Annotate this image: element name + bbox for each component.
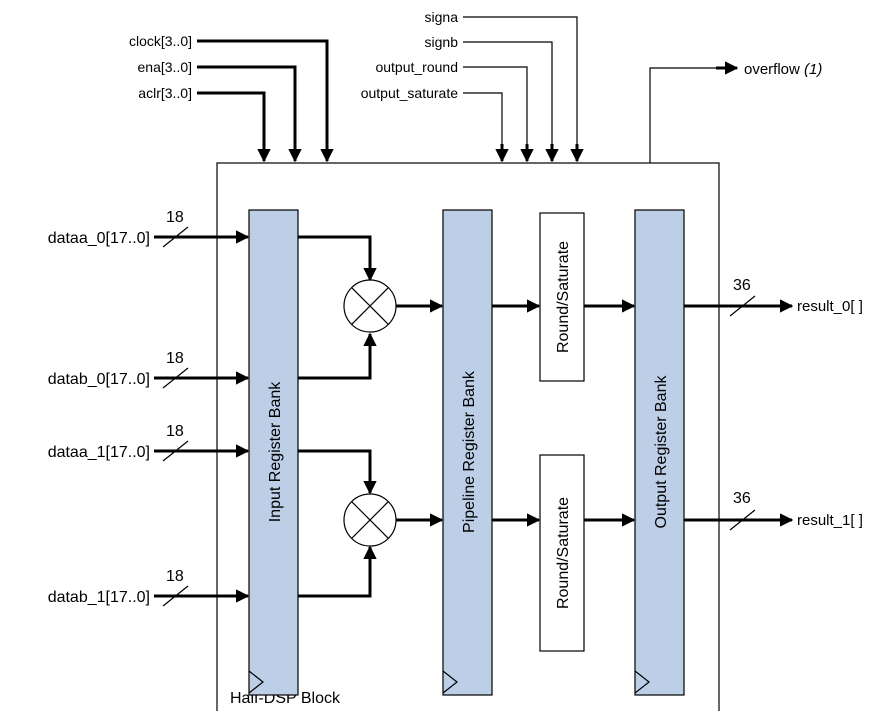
output-register-bank: Output Register Bank — [634, 209, 685, 696]
multiplier-icon — [343, 493, 397, 547]
aclr-input: aclr[3..0] — [138, 85, 271, 163]
ena-input: ena[3..0] — [138, 59, 302, 163]
output-saturate-label: output_saturate — [361, 85, 459, 101]
bus-width-label: 18 — [166, 350, 184, 367]
signb-input: signb — [425, 34, 559, 163]
round-saturate-label-1: Round/Saturate — [555, 497, 572, 609]
result-label: result_0[ ] — [797, 298, 863, 315]
multiplier-icon — [343, 279, 397, 333]
overflow-output: overflow (1) — [649, 61, 822, 163]
input-register-bank: Input Register Bank — [248, 209, 299, 696]
round-saturate-label-0: Round/Saturate — [555, 241, 572, 353]
clock-edge-icon — [442, 670, 458, 694]
data-input-label: datab_1[17..0] — [48, 589, 150, 606]
data-input-dataa-0: dataa_0[17..0] 18 — [48, 209, 250, 248]
overflow-note: (1) — [804, 61, 822, 78]
svg-text:overflow (1): overflow (1) — [744, 61, 822, 78]
data-input-label: dataa_0[17..0] — [48, 230, 150, 247]
signb-label: signb — [425, 34, 459, 50]
round-saturate-box-1: Round/Saturate — [539, 454, 585, 652]
bus-slash — [162, 440, 189, 462]
output-bank-label: Output Register Bank — [653, 375, 670, 529]
signa-label: signa — [425, 9, 459, 25]
output-round-label: output_round — [375, 59, 458, 75]
result-output-0: 36 result_0[ ] — [684, 277, 863, 317]
clock-edge-icon — [248, 670, 264, 694]
signa-input: signa — [425, 9, 584, 163]
bus-slash — [162, 585, 189, 607]
half-dsp-block-outline — [216, 162, 720, 711]
clock-label: clock[3..0] — [129, 33, 192, 49]
multiplier-0 — [298, 235, 444, 380]
overflow-label: overflow — [744, 61, 800, 78]
bus-slash — [162, 226, 189, 248]
bus-width-label: 36 — [733, 490, 751, 507]
data-input-datab-0: datab_0[17..0] 18 — [48, 350, 250, 389]
pipeline-register-bank: Pipeline Register Bank — [442, 209, 493, 696]
multiplier-1 — [298, 449, 444, 598]
data-input-label: datab_0[17..0] — [48, 371, 150, 388]
data-input-datab-1: datab_1[17..0] 18 — [48, 568, 250, 607]
aclr-label: aclr[3..0] — [138, 85, 192, 101]
bus-slash — [729, 509, 756, 531]
output-round-input: output_round — [375, 59, 534, 163]
bus-width-label: 18 — [166, 423, 184, 440]
clock-edge-icon — [634, 670, 650, 694]
bus-slash — [162, 367, 189, 389]
result-output-1: 36 result_1[ ] — [684, 490, 863, 531]
round-saturate-box-0: Round/Saturate — [539, 212, 585, 382]
data-input-dataa-1: dataa_1[17..0] 18 — [48, 423, 250, 462]
clock-input: clock[3..0] — [129, 33, 334, 163]
pipeline-bank-label: Pipeline Register Bank — [461, 370, 478, 533]
output-saturate-input: output_saturate — [361, 85, 509, 163]
data-input-label: dataa_1[17..0] — [48, 444, 150, 461]
result-label: result_1[ ] — [797, 512, 863, 529]
bus-width-label: 18 — [166, 568, 184, 585]
input-bank-label: Input Register Bank — [267, 381, 284, 523]
bus-slash — [729, 295, 756, 317]
bus-width-label: 36 — [733, 277, 751, 294]
bus-width-label: 18 — [166, 209, 184, 226]
ena-label: ena[3..0] — [138, 59, 193, 75]
